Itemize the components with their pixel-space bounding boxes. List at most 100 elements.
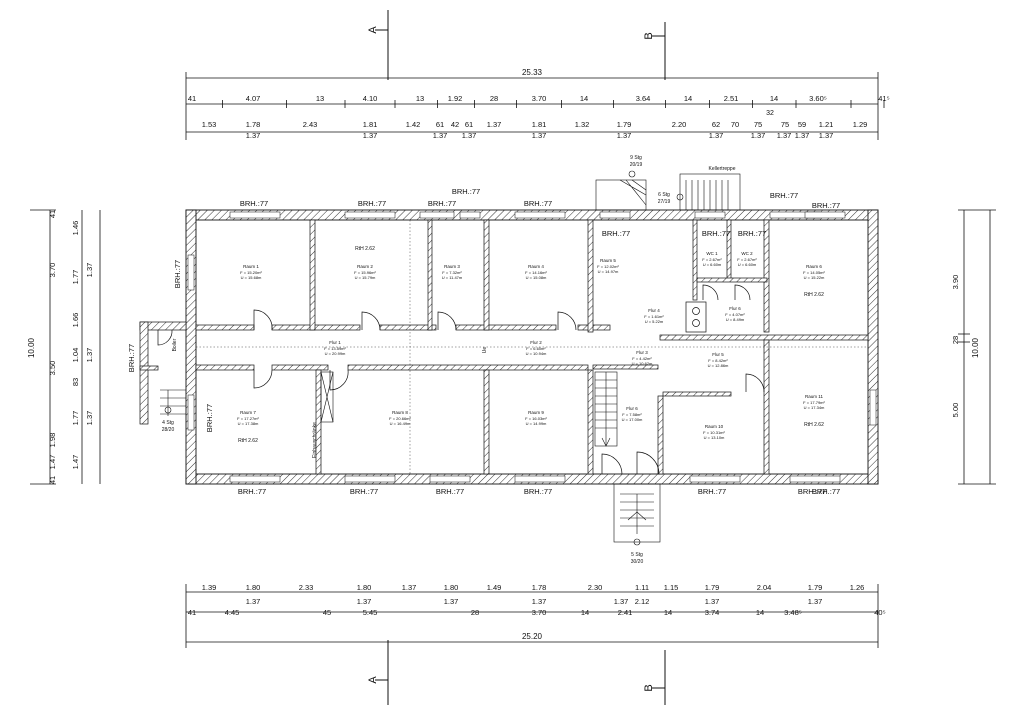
room-area: F = 15.96m² — [354, 270, 376, 275]
dimension-label: 1.37 — [246, 597, 261, 606]
room-name: Flur 6 — [626, 406, 638, 411]
section-marker-b-top: B — [643, 22, 666, 80]
dimension-label: 83 — [71, 378, 80, 386]
dimension-label: 1.37 — [487, 120, 502, 129]
window-label: BRH.:77 — [238, 487, 266, 496]
bottom-entrance-stair — [613, 483, 661, 546]
dimension-label: 14 — [581, 608, 589, 617]
dimension-label: 1.37 — [357, 597, 372, 606]
room-perimeter: U = 10.94m — [526, 351, 547, 356]
room-perimeter: U = 14.99m — [526, 421, 547, 426]
dimension-label: 75 — [781, 120, 789, 129]
window-label: BRH.:77 — [602, 229, 630, 238]
room-area: F = 4.42m² — [632, 356, 652, 361]
dimension-label: 1.46 — [71, 221, 80, 236]
dimension-label: 1.78 — [246, 120, 261, 129]
room-area: F = 1.61m² — [644, 314, 664, 319]
dimension-label: 1.37 — [819, 131, 834, 140]
room-perimeter: U = 11.47m — [442, 275, 463, 280]
section-label: B — [643, 32, 655, 39]
stair-ratio: 30/20 — [631, 559, 644, 565]
dimension-label: 1.80 — [357, 583, 372, 592]
window-label: BRH.:77 — [173, 260, 182, 288]
dimension-label: 1.39 — [202, 583, 217, 592]
room-name: Raum 4 — [528, 264, 544, 269]
dimension-label: 41⁵ — [878, 94, 889, 103]
stair-label: 9 Stg — [630, 155, 642, 161]
window-label: BRH.:77 — [524, 199, 552, 208]
dimension-label: 1.37 — [751, 131, 766, 140]
room-perimeter: U = 8.49m — [726, 317, 745, 322]
dimension-label: 13 — [416, 94, 424, 103]
window-label: BRH.:77 — [428, 199, 456, 208]
dimension-label: 1.42 — [406, 120, 421, 129]
dimension-label: 1.26 — [850, 583, 865, 592]
right-total-dimension: 10.00 — [971, 337, 980, 358]
window-label: BRH.:77 — [698, 487, 726, 496]
room-perimeter: U = 10.62m — [632, 361, 653, 366]
dimension-label: 1.29 — [853, 120, 868, 129]
kellertreppe-label: Kellertreppe — [709, 166, 736, 172]
dimension-label: 2.33 — [299, 583, 314, 592]
dimension-label: 2.30 — [588, 583, 603, 592]
dimension-label: 1.37 — [705, 597, 720, 606]
dimension-label: 1.92 — [448, 94, 463, 103]
room-perimeter: U = 15.08m — [526, 275, 547, 280]
room-name: Flur 4 — [648, 308, 660, 313]
room-name: Raum 7 — [240, 410, 256, 415]
stair-ratio: 20/19 — [630, 162, 643, 168]
section-marker-b-bottom: B — [643, 650, 666, 705]
dimension-label: 14 — [580, 94, 588, 103]
stair-ratio: 27/19 — [658, 199, 671, 205]
built-in-cabinets — [320, 371, 334, 423]
section-marker-a-bottom: A — [367, 640, 389, 705]
left-vestibule — [139, 321, 187, 425]
window-label: BRH.:77 — [812, 201, 840, 210]
section-label: A — [367, 26, 379, 34]
window-label: BRH.:77 — [350, 487, 378, 496]
room-perimeter: U = 5.22m — [645, 319, 664, 324]
dimension-label: 1.37 — [85, 263, 94, 278]
window-label: BRH.:77 — [770, 191, 798, 200]
room-area: F = 4.07m² — [725, 312, 745, 317]
dimension-label: 14 — [770, 94, 778, 103]
room-perimeter: U = 14.97m — [598, 269, 619, 274]
room-perimeter: U = 17.38m — [238, 421, 259, 426]
room-name: Raum 5 — [600, 258, 616, 263]
window-label: BRH.:77 — [127, 344, 136, 372]
room-perimeter: U = 16.49m — [390, 421, 411, 426]
dimension-label: 1.37 — [795, 131, 810, 140]
room-area: F = 14.05m² — [803, 270, 825, 275]
dimension-label: 41 — [48, 476, 57, 484]
dimension-label: 61 — [465, 120, 473, 129]
dimension-label: 62 — [712, 120, 720, 129]
dimension-label: 1.80 — [246, 583, 261, 592]
room-area: F = 13.59m² — [324, 346, 346, 351]
room-name: Raum 3 — [444, 264, 460, 269]
room-perimeter: U = 20.99m — [325, 351, 346, 356]
dimension-label: 13 — [316, 94, 324, 103]
doors — [157, 284, 765, 475]
dimension-label: 70 — [731, 120, 739, 129]
section-label: A — [367, 676, 379, 684]
window-label: BRH.:77 — [358, 199, 386, 208]
dimension-label: 41 — [48, 210, 57, 218]
dimension-label: 1.37 — [363, 131, 378, 140]
room-name: Flur 3 — [636, 350, 648, 355]
section-label: B — [643, 684, 655, 691]
dimension-label: 3.70 — [532, 608, 547, 617]
einbau-label: Einbauschränke — [312, 422, 318, 458]
window-label: BRH.:77 — [702, 229, 730, 238]
dimension-label: 28 — [490, 94, 498, 103]
dimension-label: 1.49 — [487, 583, 502, 592]
dimension-label: 3.74 — [705, 608, 720, 617]
dimension-label: 28 — [471, 608, 479, 617]
dimension-label: 3.50 — [48, 361, 57, 376]
room-area: F = 2.67m² — [737, 257, 757, 262]
room-area: F = 17.27m² — [237, 416, 259, 421]
dimension-label: 3.90 — [951, 275, 960, 290]
dimension-label: 1.37 — [246, 131, 261, 140]
boiler-label: Boiler — [172, 338, 178, 351]
room-perimeter: U = 15.22m — [804, 275, 825, 280]
